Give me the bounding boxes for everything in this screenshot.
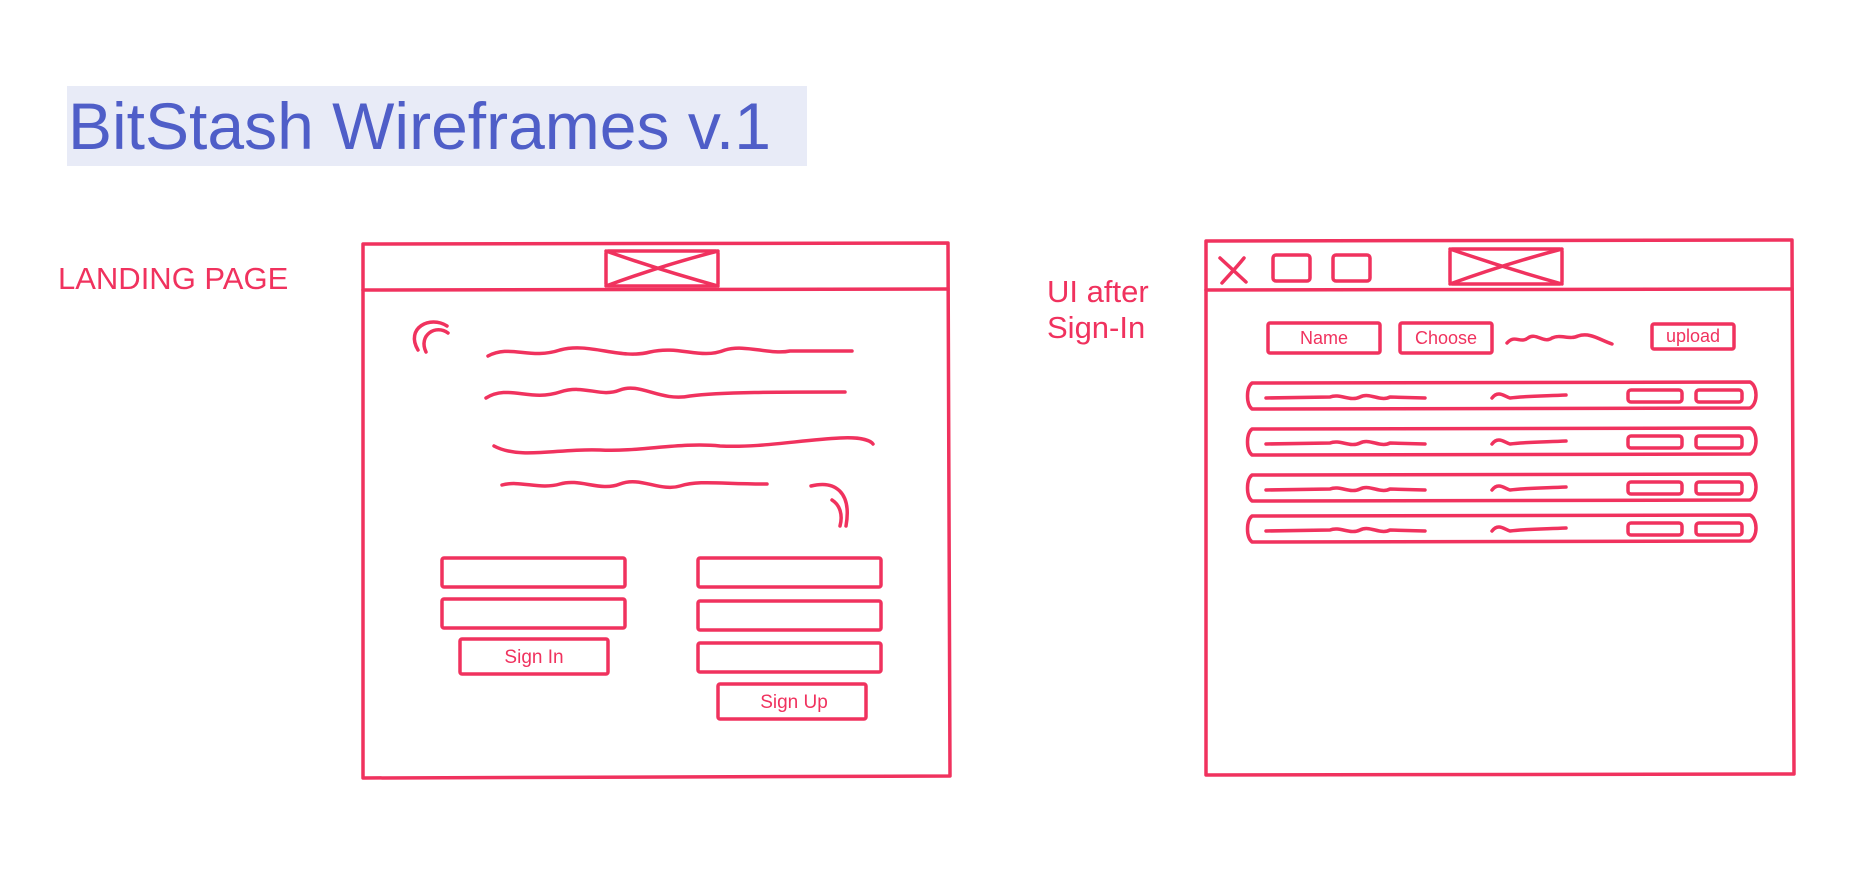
landing-logo-placeholder	[604, 249, 720, 288]
after-sign-in-label-line-2: Sign-In	[1047, 310, 1146, 345]
file-row-action-1[interactable]	[1626, 434, 1684, 450]
sign-up-field-3[interactable]	[696, 641, 883, 674]
minimize-icon[interactable]	[1271, 253, 1312, 283]
app-window-frame	[1204, 238, 1796, 777]
sign-up-button[interactable]	[716, 682, 868, 721]
file-row-action-1[interactable]	[1626, 480, 1684, 496]
maximize-icon[interactable]	[1331, 253, 1372, 283]
sign-up-field-2[interactable]	[696, 599, 883, 632]
file-row[interactable]	[1245, 472, 1758, 503]
name-input[interactable]	[1266, 321, 1382, 355]
close-icon[interactable]	[1218, 256, 1248, 285]
text-placeholder-lines	[484, 346, 875, 489]
quote-close-mark	[809, 482, 849, 528]
upload-button-label: upload	[1666, 326, 1720, 346]
sign-up-field-1[interactable]	[696, 556, 883, 589]
upload-button[interactable]	[1650, 322, 1736, 351]
file-row-action-2[interactable]	[1694, 480, 1744, 496]
app-header-divider	[1204, 287, 1794, 292]
landing-page-wireframe: Sign In Sign Up	[361, 241, 952, 780]
sign-in-button[interactable]	[458, 637, 610, 676]
quote-open-mark	[412, 320, 450, 354]
file-row[interactable]	[1245, 513, 1758, 544]
file-row-action-1[interactable]	[1626, 388, 1684, 404]
page-title: BitStash Wireframes v.1	[68, 89, 771, 163]
name-input-label: Name	[1300, 328, 1348, 348]
file-list	[1245, 380, 1758, 544]
landing-page-label: LANDING PAGE	[58, 261, 289, 296]
after-sign-in-wireframe: Name Choose upload	[1204, 238, 1796, 777]
landing-window-frame	[361, 241, 952, 780]
landing-header-divider	[361, 287, 950, 292]
after-sign-in-label: UI after Sign-In	[1047, 274, 1149, 346]
after-sign-in-label-line-1: UI after	[1047, 274, 1149, 309]
sign-up-button-label: Sign Up	[760, 692, 828, 713]
choose-file-button[interactable]	[1398, 321, 1494, 355]
file-row-action-2[interactable]	[1694, 388, 1744, 404]
upload-bar: Name Choose upload	[1266, 321, 1736, 355]
chosen-file-placeholder	[1505, 333, 1614, 346]
choose-file-button-label: Choose	[1415, 328, 1477, 348]
sign-in-form: Sign In	[440, 556, 627, 676]
app-logo-placeholder	[1448, 247, 1564, 286]
title-highlight	[67, 86, 807, 166]
file-row-action-2[interactable]	[1694, 434, 1744, 450]
file-row-action-2[interactable]	[1694, 521, 1744, 537]
sign-in-password-field[interactable]	[440, 597, 627, 630]
sign-in-button-label: Sign In	[504, 647, 563, 668]
file-row-action-1[interactable]	[1626, 521, 1684, 537]
sign-in-username-field[interactable]	[440, 556, 627, 589]
file-row[interactable]	[1245, 426, 1758, 457]
sign-up-form: Sign Up	[696, 556, 883, 721]
file-row[interactable]	[1245, 380, 1758, 411]
